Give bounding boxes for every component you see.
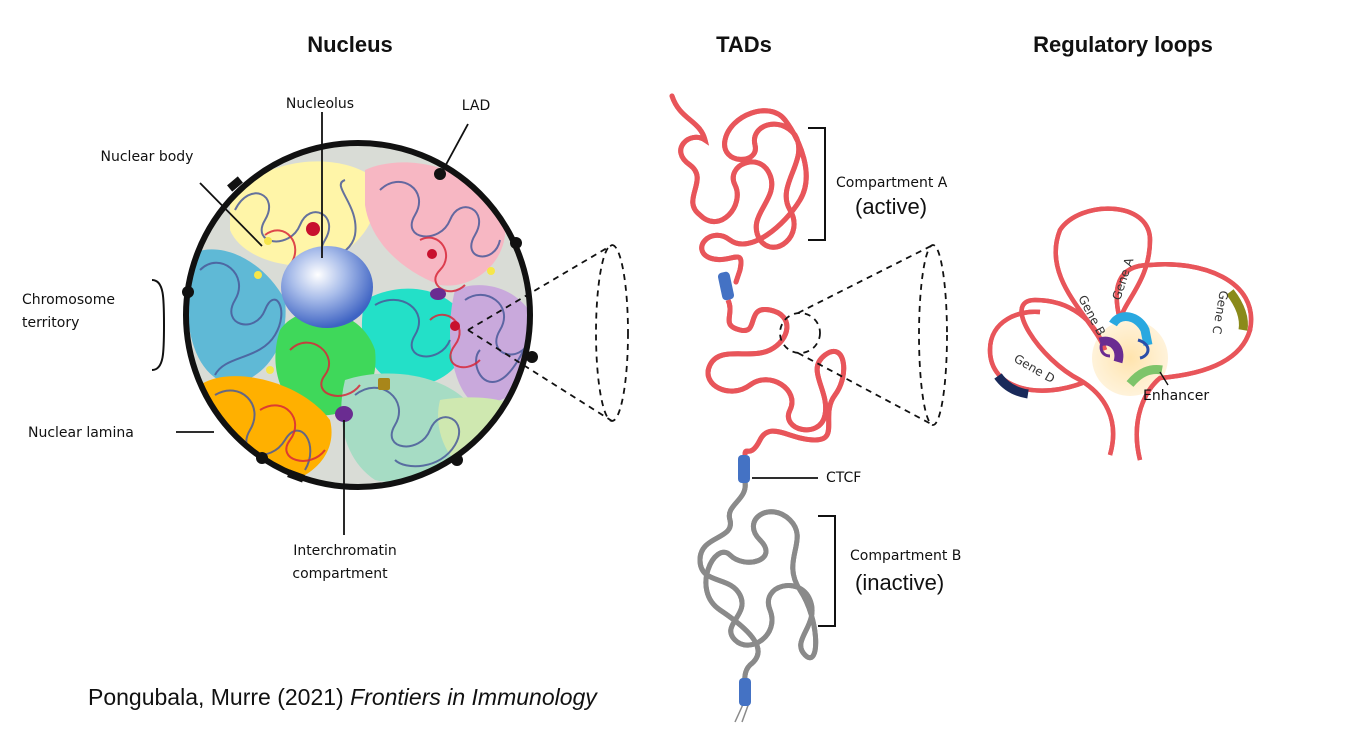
nucleus-illustration	[151, 112, 629, 535]
gene-a-segment	[1109, 312, 1153, 346]
ctcf-site	[738, 455, 750, 483]
citation-journal: Frontiers in Immunology	[350, 684, 597, 710]
nuclear-body-dot	[430, 288, 446, 300]
territory-pink	[365, 162, 506, 286]
citation: Pongubala, Murre (2021) Frontiers in Imm…	[88, 684, 597, 711]
label-interchromatin-1: Interchromatin	[293, 543, 397, 559]
lad-dot	[182, 286, 194, 298]
tad-illustration	[669, 93, 948, 723]
nuclear-body-dot	[266, 366, 274, 374]
label-inactive: (inactive)	[855, 570, 944, 595]
transcription-arrow-b	[1099, 336, 1111, 358]
lad-dot	[451, 454, 463, 466]
nuclear-body-dot	[254, 271, 262, 279]
bracket-chromosome-territory	[151, 279, 165, 371]
label-lad: LAD	[462, 98, 490, 114]
nuclear-body-dot	[335, 406, 353, 422]
nuclear-lamina-ring	[183, 140, 533, 490]
lad-dot	[287, 469, 305, 483]
label-active: (active)	[855, 194, 927, 219]
lad-dot	[526, 351, 538, 363]
gene-c-segment	[1226, 289, 1248, 331]
label-nuclear-body: Nuclear body	[101, 149, 194, 165]
label-enhancer: Enhancer	[1143, 388, 1209, 404]
citation-authors: Pongubala, Murre (2021)	[88, 684, 351, 710]
label-chromosome-territory-1: Chromosome	[22, 292, 115, 308]
label-ctcf: CTCF	[826, 470, 861, 486]
heading-nucleus: Nucleus	[307, 32, 393, 57]
zoom-cone-nucleus	[467, 244, 629, 422]
tad-compartment-b-fiber	[697, 482, 816, 723]
nuclear-body-dot	[378, 378, 390, 390]
leader-enhancer	[1159, 371, 1169, 386]
gene-d-segment	[994, 373, 1029, 399]
leader-lad	[441, 123, 469, 173]
leader-nuclear-body	[199, 182, 263, 247]
regulatory-loops-illustration	[987, 209, 1251, 460]
heading-regulatory-loops: Regulatory loops	[1033, 32, 1213, 57]
lad-dot	[227, 176, 243, 192]
tad-compartment-a-fiber	[669, 93, 806, 285]
enhancer-segment	[1126, 365, 1163, 387]
label-nuclear-lamina: Nuclear lamina	[28, 425, 134, 441]
territory-turquoise	[361, 288, 470, 386]
lad-dot	[510, 237, 522, 249]
ctcf-site	[717, 271, 735, 301]
label-nucleolus: Nucleolus	[286, 96, 354, 112]
label-gene-c: Gene C	[1209, 289, 1230, 335]
bracket-compartment-b	[818, 515, 836, 627]
nuclear-body-dot	[450, 321, 460, 331]
heading-tads: TADs	[716, 32, 772, 57]
loop-fiber	[987, 209, 1251, 460]
nuclear-body-dot	[487, 267, 495, 275]
territory-blue	[186, 249, 286, 385]
nuclear-body-dot	[306, 222, 320, 236]
lad-dot	[256, 452, 268, 464]
nuclear-body-dot	[427, 249, 437, 259]
ctcf-site	[739, 678, 751, 706]
tad-middle-fiber	[708, 300, 844, 455]
label-compartment-a: Compartment A	[836, 175, 948, 191]
label-compartment-b: Compartment B	[850, 548, 961, 564]
nucleolus-body	[281, 246, 373, 328]
label-interchromatin-2: compartment	[292, 566, 388, 582]
zoom-cone-tad	[779, 244, 948, 426]
nuclear-body-dot	[264, 237, 272, 245]
transcription-arrow-a	[1137, 338, 1150, 360]
bracket-compartment-a	[808, 127, 826, 241]
label-chromosome-territory-2: territory	[22, 315, 79, 331]
